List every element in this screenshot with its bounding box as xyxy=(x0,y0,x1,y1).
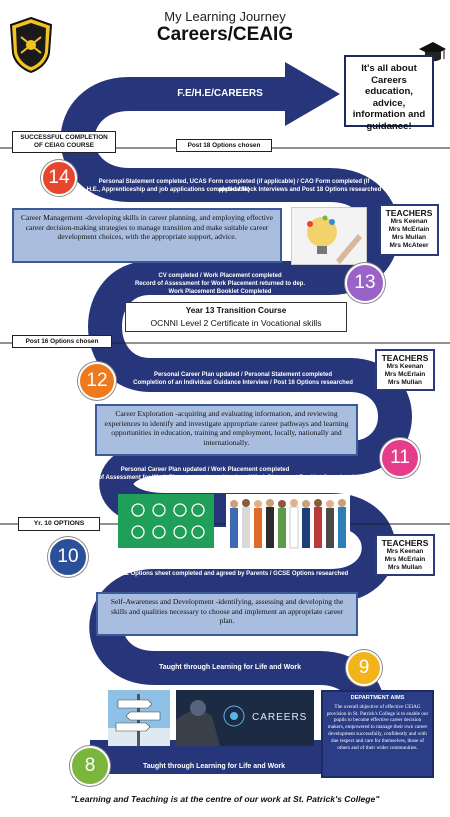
transition-course-title: Year 13 Transition Course xyxy=(185,306,287,315)
year-10-circle: 10 xyxy=(48,537,88,577)
page-subtitle: My Learning Journey xyxy=(164,9,286,24)
teacher-10-3: Mrs Mullan xyxy=(388,564,422,571)
year-9-line: Taught through Learning for Life and Wor… xyxy=(158,664,302,671)
teachers-box-12: TEACHERS Mrs Keenan Mrs McErlain Mrs Mul… xyxy=(375,349,435,391)
year-9-number: 9 xyxy=(358,657,370,678)
year-14-circle: 14 xyxy=(41,160,77,196)
post18-label: Post 18 Options chosen xyxy=(176,139,272,152)
careers-photo-image: CAREERS xyxy=(176,690,314,746)
career-management-text: Career Management -developing skills in … xyxy=(20,213,274,241)
year-13-circle: 13 xyxy=(345,263,385,303)
teacher-10-1: Mrs Keenan xyxy=(386,548,424,555)
self-awareness-text: Self-Awareness and Development -identify… xyxy=(110,597,344,625)
department-aims-box: DEPARTMENT AIMS The overall objective of… xyxy=(321,690,434,778)
teachers-box-14: TEACHERS Mrs Keenan Mrs McErlain Mrs Mul… xyxy=(379,204,439,256)
year-13-line-2: Record of Assessment for Work Placement … xyxy=(134,281,306,287)
teacher-10-2: Mrs McErlain xyxy=(384,556,426,563)
year-14-line-1: Personal Statement completed, UCAS Form … xyxy=(98,179,370,193)
year-13-line-3: Work Placement Booklet Completed xyxy=(168,289,272,295)
yr10-options-label: Yr. 10 OPTIONS xyxy=(18,517,100,531)
year-13-line-1: CV completed / Work Placement completed xyxy=(158,273,282,279)
year-8-line: Taught through Learning for Life and Wor… xyxy=(142,763,286,770)
year-10-line-1: Personal Career Action Plan / Completion… xyxy=(122,563,344,569)
year-8-circle: 8 xyxy=(70,746,110,786)
teachers-heading-10: TEACHERS xyxy=(381,538,429,548)
teachers-heading-14: TEACHERS xyxy=(385,208,433,218)
self-awareness-box: Self-Awareness and Development -identify… xyxy=(96,592,358,636)
careers-lightbulb-image xyxy=(291,207,367,265)
teacher-14-3: Mrs Mullan xyxy=(392,234,426,241)
year-13-number: 13 xyxy=(354,272,376,293)
post16-label: Post 16 Options chosen xyxy=(12,335,112,348)
signpost-image xyxy=(108,690,170,746)
department-aims-text: The overall objective of effective CEIAG… xyxy=(326,703,429,751)
transition-course-box: Year 13 Transition Course OCNNI Level 2 … xyxy=(125,302,347,332)
teacher-12-3: Mrs Mullan xyxy=(388,379,422,386)
teacher-12-2: Mrs McErlain xyxy=(384,371,426,378)
year-14-number: 14 xyxy=(48,167,70,188)
year-12-line-2: Completion of an Individual Guidance Int… xyxy=(133,380,353,386)
year-9-circle: 9 xyxy=(346,650,382,686)
teacher-12-1: Mrs Keenan xyxy=(386,363,424,370)
year-11-line-2: Record of Assessment for Work Placement … xyxy=(76,475,354,481)
career-management-box: Career Management -developing skills in … xyxy=(12,208,282,263)
page-title: Careers/CEAIG xyxy=(156,24,294,45)
department-aims-heading: DEPARTMENT AIMS xyxy=(350,695,405,701)
year-11-line-1: Personal Career Plan updated / Work Plac… xyxy=(120,467,290,473)
professions-people-image xyxy=(226,494,350,550)
school-crest-logo xyxy=(9,16,53,74)
year-12-line-1: Personal Career Plan updated / Personal … xyxy=(153,372,333,378)
teachers-heading-12: TEACHERS xyxy=(381,353,429,363)
feh-careers-label: F.E/H.E/CAREERS xyxy=(177,88,263,99)
year-10-line-2: GCSE Options sheet completed and agreed … xyxy=(111,571,349,577)
transition-course-subtitle: OCNNI Level 2 Certificate in Vocational … xyxy=(150,318,322,328)
year-14-line-2: H.E., Apprenticeship and job application… xyxy=(86,187,382,193)
careers-photo-label: CAREERS xyxy=(252,712,308,723)
goal-box: It's all about Careers education, advice… xyxy=(344,55,434,132)
footer-quote: "Learning and Teaching is at the centre … xyxy=(70,794,380,804)
year-8-number: 8 xyxy=(84,755,96,776)
year-10-number: 10 xyxy=(57,546,79,567)
successful-completion-label: SUCCESSFUL COMPLETION OF CEIAG COURSE xyxy=(12,131,116,153)
teacher-14-4: Mrs McAteer xyxy=(389,242,429,249)
year-11-number: 11 xyxy=(390,447,410,468)
year-11-circle: 11 xyxy=(380,438,420,478)
career-exploration-text: Career Exploration -acquiring and evalua… xyxy=(104,409,349,447)
teachers-box-10: TEACHERS Mrs Keenan Mrs McErlain Mrs Mul… xyxy=(375,534,435,576)
year-12-number: 12 xyxy=(86,370,108,391)
career-exploration-box: Career Exploration -acquiring and evalua… xyxy=(95,404,358,456)
teacher-14-2: Mrs McErlain xyxy=(388,226,430,233)
goal-text: It's all about Careers education, advice… xyxy=(352,63,426,132)
year-12-circle: 12 xyxy=(78,362,116,400)
options-icons-image xyxy=(118,494,214,548)
teacher-14-1: Mrs Keenan xyxy=(390,218,428,225)
